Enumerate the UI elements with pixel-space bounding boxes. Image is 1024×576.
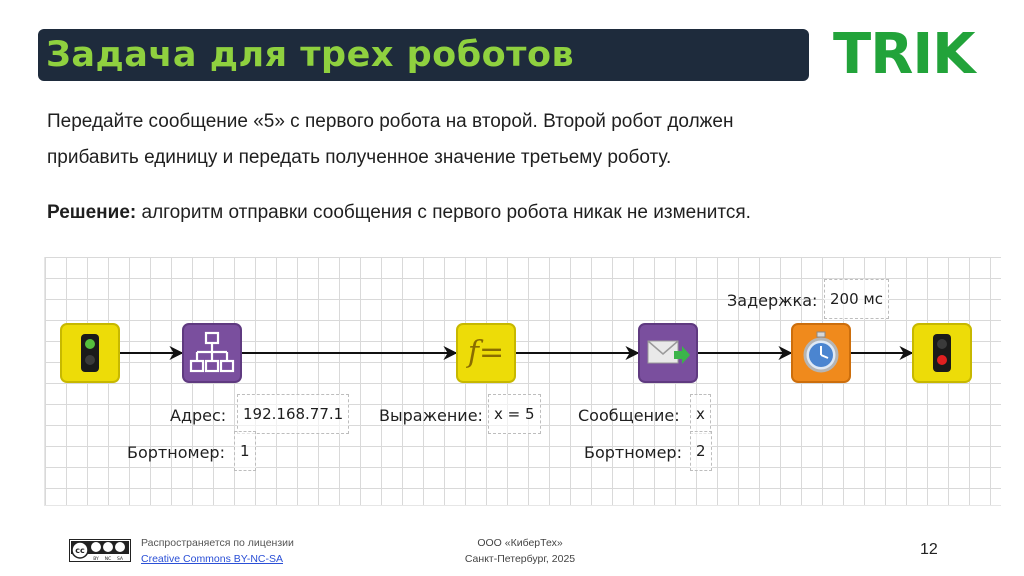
stop-block[interactable] (912, 323, 972, 383)
license-link[interactable]: Creative Commons BY-NC-SA (141, 553, 283, 565)
send-message-block[interactable] (638, 323, 698, 383)
page-number: 12 (920, 541, 938, 558)
solution-text: Решение: алгоритм отправки сообщения с п… (47, 195, 751, 231)
address-label: Адрес: (170, 406, 227, 425)
board-number-value-2[interactable]: 2 (690, 431, 712, 471)
start-block[interactable] (60, 323, 120, 383)
svg-text:cc: cc (75, 546, 85, 555)
network-tree-icon (189, 331, 235, 373)
diagram-links (120, 346, 914, 360)
cc-license-badge-icon: cc BY NC SA (69, 539, 131, 562)
svg-text:SA: SA (117, 556, 124, 562)
board-number-label-2: Бортномер: (584, 443, 682, 462)
org-name: ООО «КиберТех» (477, 537, 563, 549)
timer-block[interactable] (791, 323, 851, 383)
license-info: Распространяется по лицензии Creative Co… (141, 535, 294, 567)
envelope-send-icon (647, 340, 690, 364)
message-label: Сообщение: (578, 406, 680, 425)
expression-label: Выражение: (379, 406, 483, 425)
svg-text:BY: BY (93, 556, 99, 562)
license-line: Распространяется по лицензии (141, 537, 294, 549)
stopwatch-icon (803, 331, 839, 373)
program-diagram: f= Задержка: 200 мс Адрес: 192.168.77.1 … (44, 257, 1001, 506)
organization-info: ООО «КиберТех» Санкт-Петербург, 2025 (445, 535, 595, 567)
board-number-label-1: Бортномер: (127, 443, 225, 462)
delay-label: Задержка: (727, 291, 818, 310)
slide-title: Задача для трех роботов (46, 35, 575, 75)
org-city-year: Санкт-Петербург, 2025 (464, 553, 576, 565)
title-bar: Задача для трех роботов (38, 29, 809, 81)
task-text-line-1: Передайте сообщение «5» с первого робота… (47, 111, 734, 132)
address-value-field[interactable]: 192.168.77.1 (237, 394, 350, 434)
solution-body: алгоритм отправки сообщения с первого ро… (136, 202, 751, 223)
expression-value-field[interactable]: x = 5 (488, 394, 541, 434)
traffic-light-red-icon (933, 334, 951, 372)
trik-logo: TRIK (833, 22, 976, 87)
expression-block[interactable]: f= (456, 323, 516, 383)
delay-value-field[interactable]: 200 мс (824, 279, 889, 319)
traffic-light-green-icon (81, 334, 99, 372)
board-number-value-1[interactable]: 1 (234, 431, 256, 471)
message-value-field[interactable]: x (690, 394, 711, 434)
svg-text:NC: NC (105, 556, 112, 562)
function-icon: f= (467, 335, 505, 370)
task-text-line-2: прибавить единицу и передать полученное … (47, 147, 672, 168)
solution-label: Решение: (47, 202, 137, 223)
network-init-block[interactable] (182, 323, 242, 383)
